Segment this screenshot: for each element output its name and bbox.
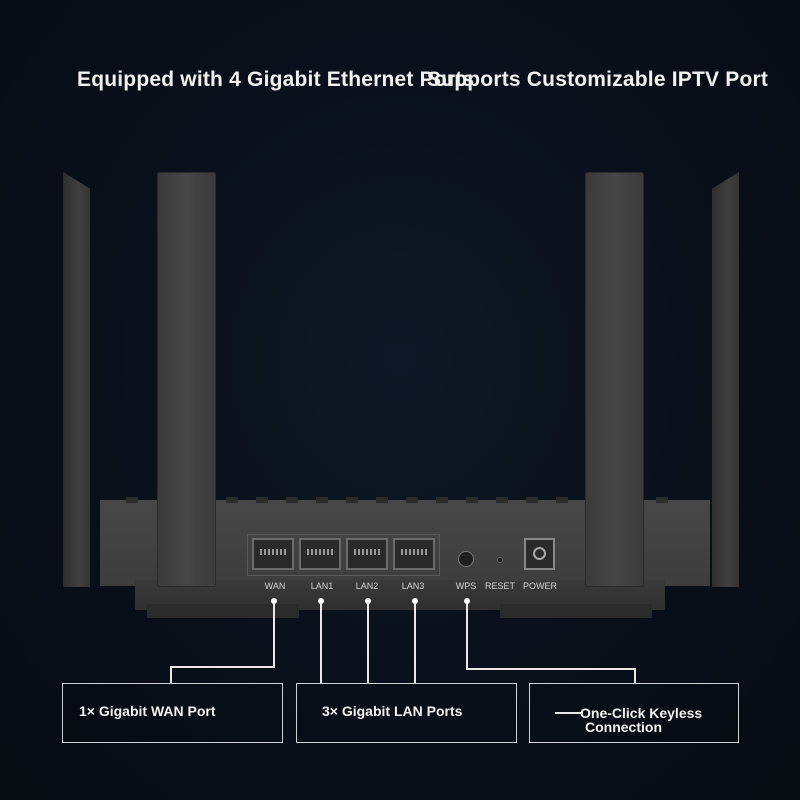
router-foot-left [147, 604, 299, 618]
callout-wan-text: 1× Gigabit WAN Port [79, 703, 216, 719]
antenna-right-outer [712, 172, 739, 587]
lan3-port [393, 538, 435, 570]
vent [226, 497, 238, 503]
wan-leader-line [170, 666, 275, 668]
vent [376, 497, 388, 503]
lan1-leader-line [320, 604, 322, 683]
headline-iptv-port: Supports Customizable IPTV Port [427, 68, 769, 91]
vent [316, 497, 328, 503]
callout-lan-text: 3× Gigabit LAN Ports [322, 703, 463, 719]
port-label-lan3: LAN3 [401, 581, 425, 591]
wan-port [252, 538, 294, 570]
wps-button [458, 551, 474, 567]
callout-wps-text-line2: Connection [585, 719, 662, 735]
wps-leader-line [466, 668, 636, 670]
port-label-wan: WAN [264, 581, 286, 591]
wan-leader-line [170, 666, 172, 683]
lan2-port [346, 538, 388, 570]
lan3-leader-line [414, 604, 416, 683]
headline-gigabit-ports: Equipped with 4 Gigabit Ethernet Ports [77, 68, 475, 91]
vent [286, 497, 298, 503]
port-panel [247, 534, 440, 576]
router-image: WAN LAN1 LAN2 LAN3 WPS RESET POWER [63, 172, 739, 618]
vent [346, 497, 358, 503]
lan3-pointer-dot [412, 598, 418, 604]
power-label: POWER [522, 581, 557, 591]
vent [256, 497, 268, 503]
antenna-left-outer [63, 172, 90, 587]
port-label-lan1: LAN1 [310, 581, 334, 591]
callout-wan: 1× Gigabit WAN Port [62, 683, 283, 743]
wps-leader-line [634, 668, 636, 683]
power-jack [524, 538, 555, 570]
callout-lan: 3× Gigabit LAN Ports [296, 683, 517, 743]
lan1-port [299, 538, 341, 570]
vent [406, 497, 418, 503]
lan1-pointer-dot [318, 598, 324, 604]
vent [656, 497, 668, 503]
wps-pointer-dot [464, 598, 470, 604]
wan-leader-line [273, 604, 275, 668]
wps-label: WPS [455, 581, 477, 591]
reset-label: RESET [484, 581, 515, 591]
vent [556, 497, 568, 503]
antenna-left [157, 172, 216, 587]
vent [466, 497, 478, 503]
callout-wps-dash [555, 712, 583, 714]
wps-leader-line [466, 604, 468, 670]
wan-pointer-dot [271, 598, 277, 604]
lan2-pointer-dot [365, 598, 371, 604]
vent [436, 497, 448, 503]
vent [496, 497, 508, 503]
callout-wps: One-Click Keyless Connection [529, 683, 739, 743]
vent [126, 497, 138, 503]
lan2-leader-line [367, 604, 369, 683]
callout-wps-text-line1: One-Click Keyless [580, 705, 703, 721]
reset-hole [497, 557, 503, 563]
router-foot-right [500, 604, 652, 618]
port-label-lan2: LAN2 [355, 581, 379, 591]
vent [526, 497, 538, 503]
antenna-right [585, 172, 644, 587]
